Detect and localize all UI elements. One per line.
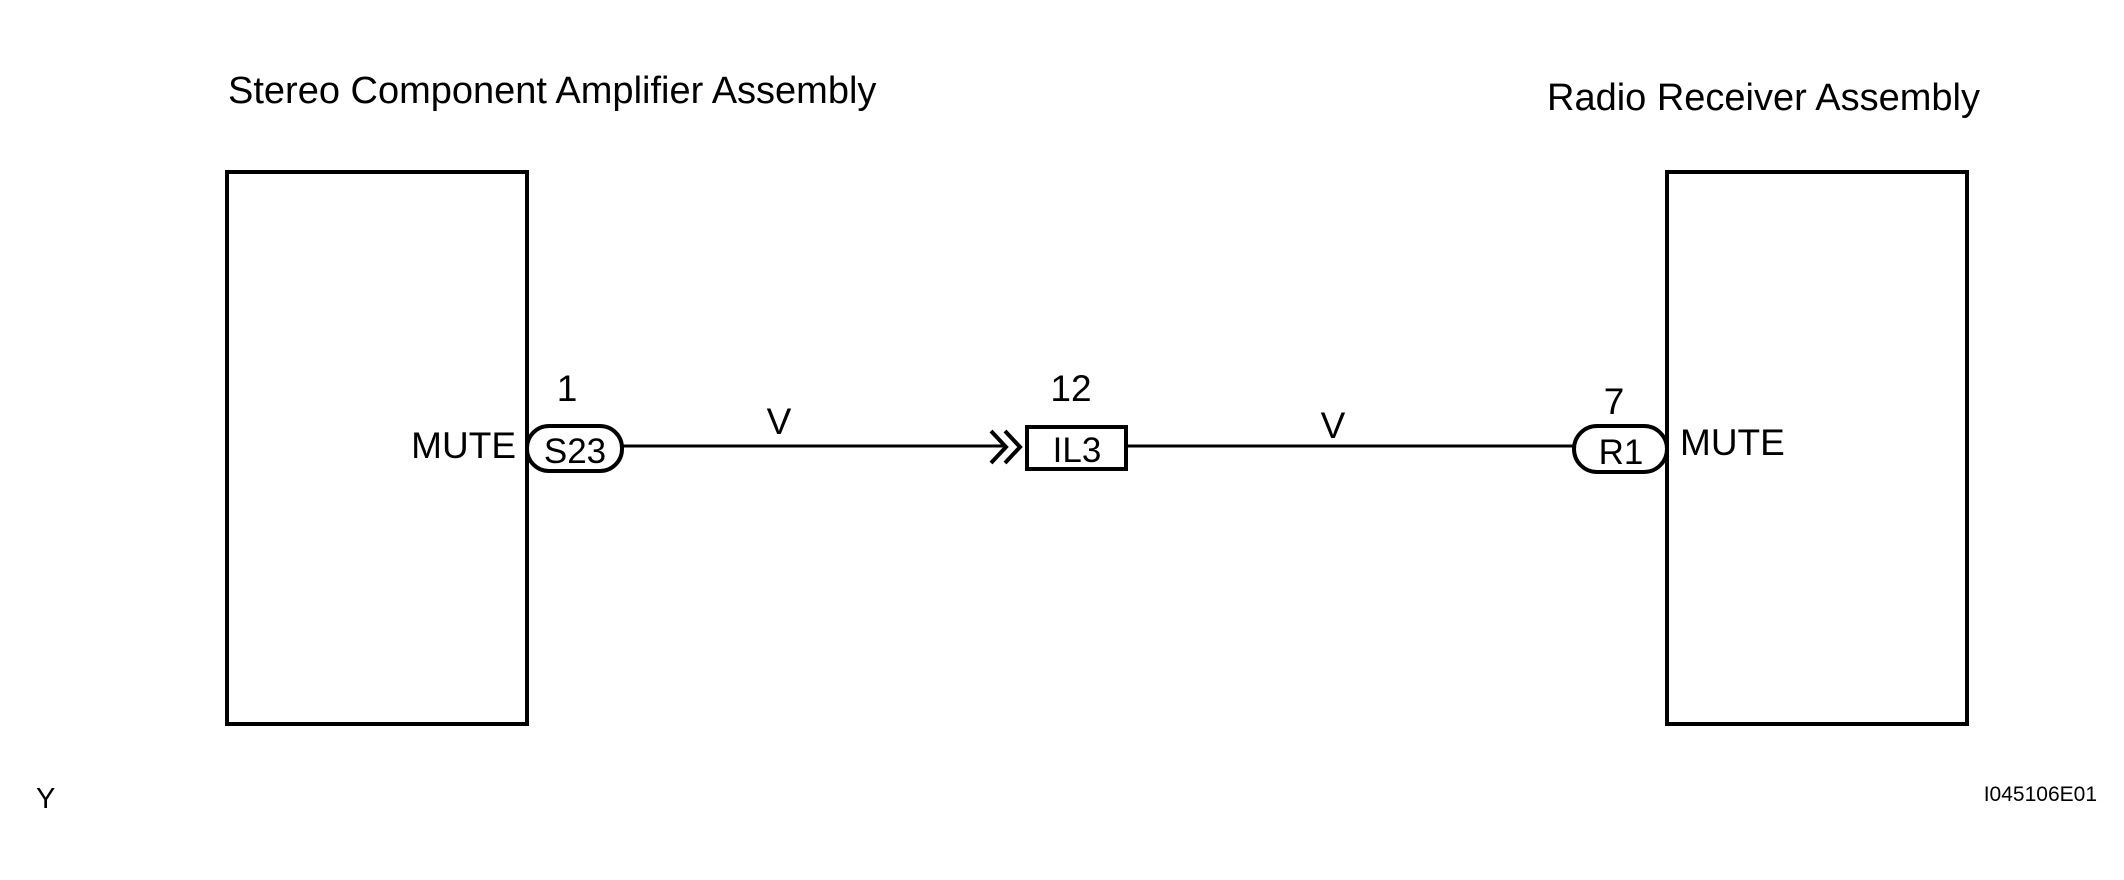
junction-pin-number: 12 bbox=[1050, 368, 1091, 409]
left-connector-code: S23 bbox=[544, 432, 606, 471]
wire-color-right: V bbox=[1321, 405, 1346, 446]
left-pin-number: 1 bbox=[557, 368, 578, 409]
left-connector-symbol bbox=[525, 424, 624, 473]
right-connector-symbol bbox=[1572, 424, 1669, 474]
junction-chevron-outer bbox=[989, 429, 1009, 465]
right-pin-number: 7 bbox=[1604, 381, 1625, 422]
right-terminal-label: MUTE bbox=[1680, 422, 1785, 463]
figure-id: I045106E01 bbox=[1984, 783, 2097, 806]
right-connector-code: R1 bbox=[1599, 433, 1644, 472]
junction-connector-symbol bbox=[1025, 425, 1128, 471]
wire-color-left: V bbox=[767, 401, 792, 442]
footer-code: Y bbox=[36, 783, 55, 815]
junction-chevron-inner bbox=[1003, 429, 1023, 465]
right-component-title: Radio Receiver Assembly bbox=[1547, 77, 1980, 119]
junction-connector-code: IL3 bbox=[1053, 431, 1102, 470]
left-terminal-label: MUTE bbox=[411, 425, 516, 466]
left-component-title: Stereo Component Amplifier Assembly bbox=[228, 70, 876, 112]
